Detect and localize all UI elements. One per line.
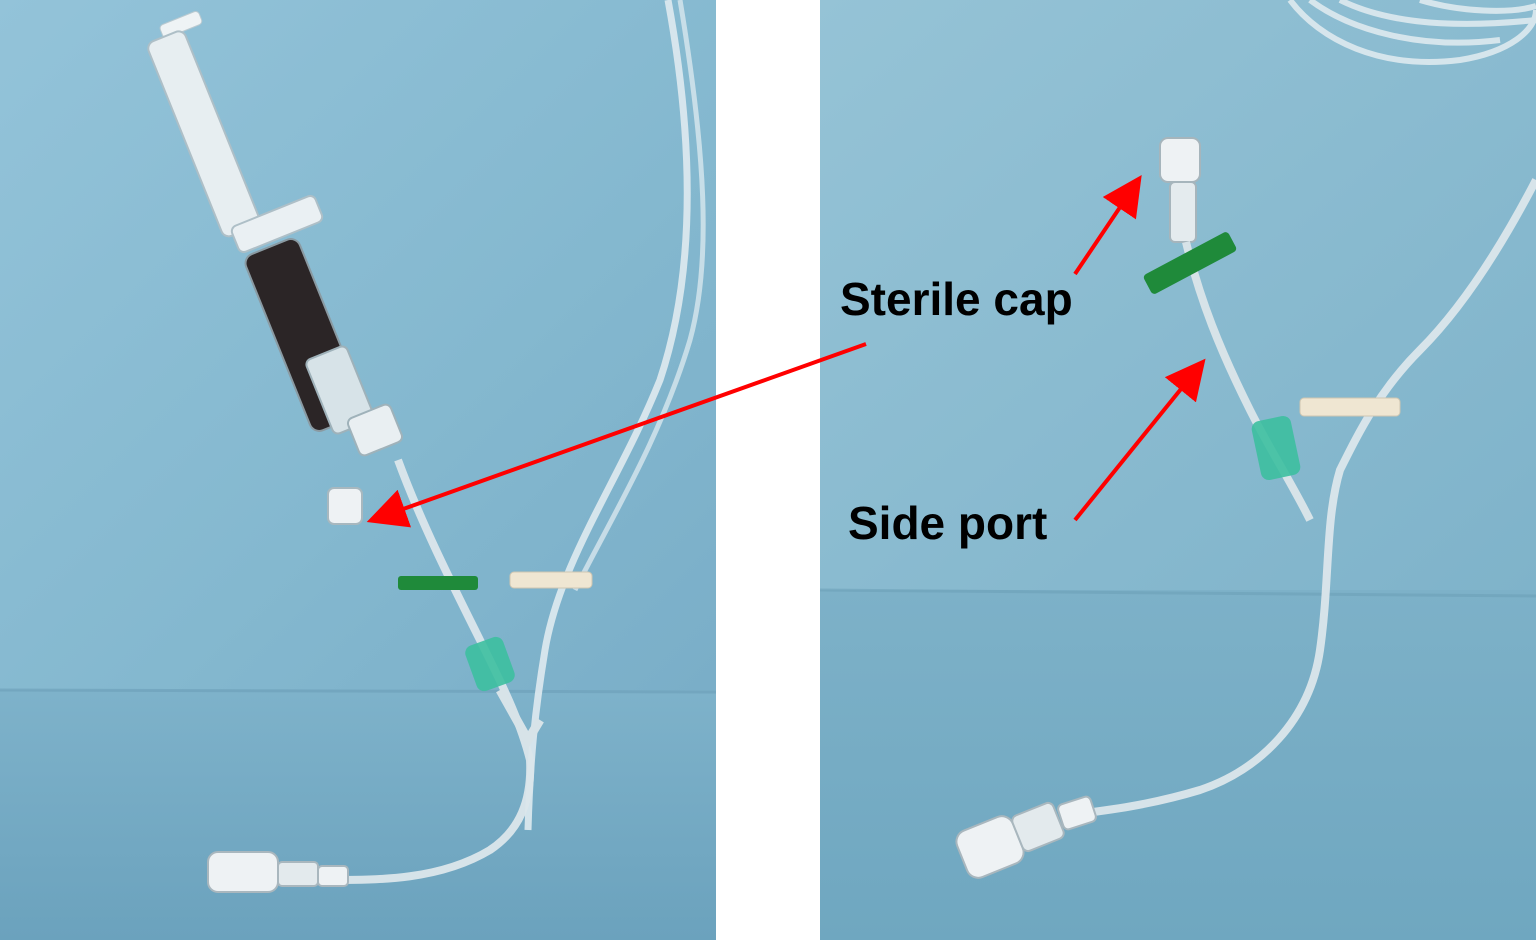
drape-lower bbox=[820, 590, 1536, 940]
luer-connector-right bbox=[955, 795, 1097, 879]
tubing-syringe bbox=[329, 458, 535, 884]
tubing-long bbox=[1069, 178, 1536, 819]
tubing-side-port bbox=[1182, 241, 1314, 522]
cream-clamp bbox=[1299, 397, 1401, 417]
tubing-coil bbox=[1287, 0, 1536, 65]
sterile-cap-label: Sterile cap bbox=[840, 273, 1073, 325]
loose-cap bbox=[327, 487, 363, 525]
side-port-label: Side port bbox=[848, 497, 1048, 549]
right-photo bbox=[820, 0, 1536, 940]
teal-connector bbox=[465, 636, 515, 692]
teal-connector bbox=[1251, 415, 1301, 481]
left-photo-panel bbox=[0, 0, 716, 940]
drape-upper bbox=[0, 0, 716, 690]
sterile-cap-connector bbox=[1159, 137, 1201, 243]
drape-fold bbox=[0, 688, 716, 694]
panel-gap bbox=[716, 0, 820, 940]
green-clamp bbox=[398, 576, 478, 590]
cream-clamp bbox=[509, 571, 593, 589]
drape-lower bbox=[0, 690, 716, 940]
green-clamp bbox=[1143, 232, 1237, 294]
luer-connector-left bbox=[207, 851, 349, 893]
left-photo bbox=[0, 0, 716, 940]
right-photo-panel bbox=[820, 0, 1536, 940]
drape-fold bbox=[820, 588, 1536, 598]
